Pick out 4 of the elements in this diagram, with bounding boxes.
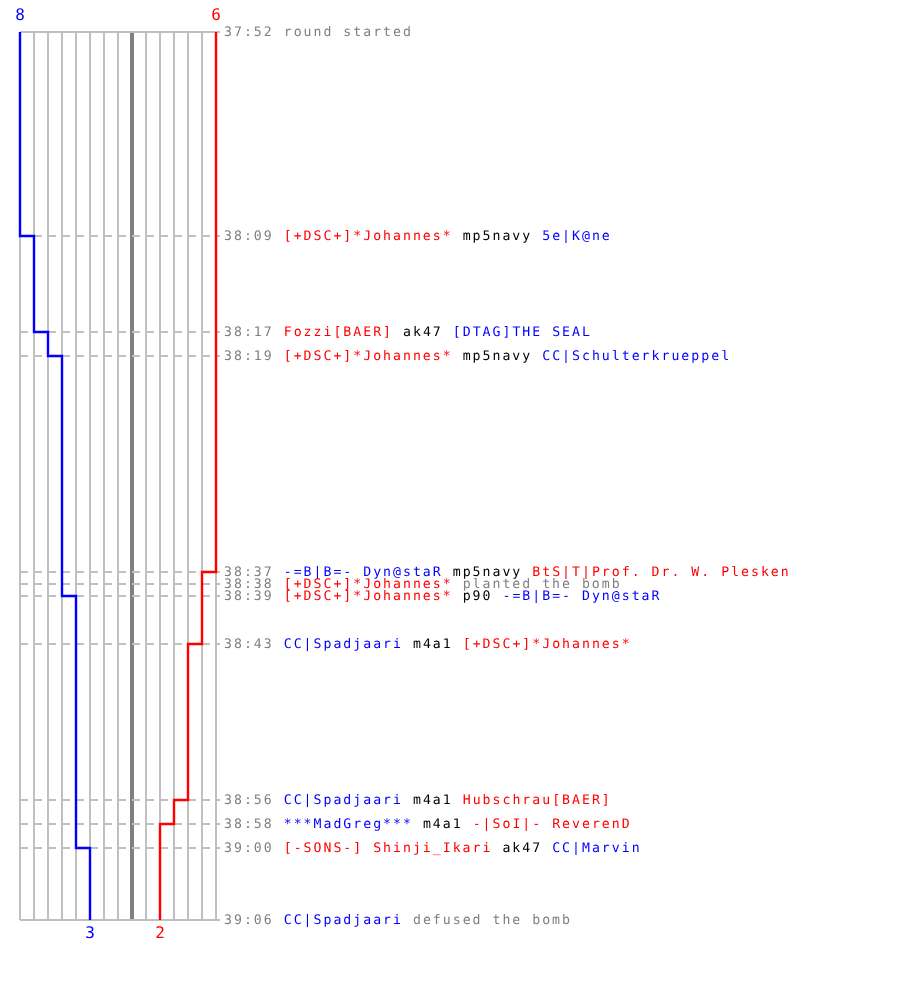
player-count: 8: [15, 8, 25, 24]
player-count: 3: [85, 926, 95, 942]
player-count: 2: [155, 926, 165, 942]
player-count: 6: [211, 8, 221, 24]
